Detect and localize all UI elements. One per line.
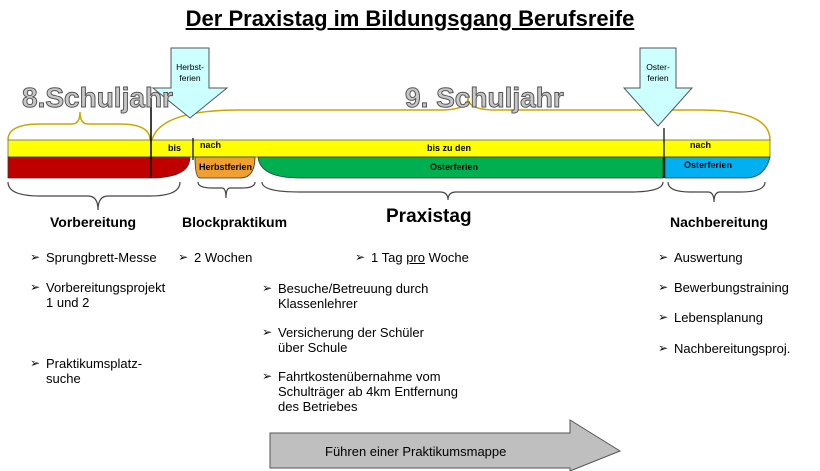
label-osterferien-2: Osterferien	[684, 160, 733, 170]
heading-blockpraktikum: Blockpraktikum	[182, 214, 288, 230]
heading-nachbereitung: Nachbereitung	[670, 214, 769, 230]
autumn-arrow-text: Herbst-ferien	[176, 62, 204, 83]
heading-praxistag: Praxistag	[386, 206, 472, 227]
year8-label: 8.Schuljahr	[22, 82, 174, 114]
footer-arrow-text: Führen einer Praktikumsmappe	[325, 444, 507, 459]
list-item-praktikumsplatz: Praktikumsplatz-suche	[30, 356, 142, 386]
praxistag-brace	[261, 181, 664, 201]
label-nach-1: nach	[200, 140, 222, 150]
label-herbstferien: Herbstferien	[199, 162, 253, 172]
green-segment	[257, 156, 664, 179]
label-bis: bis	[168, 143, 182, 153]
yellow-bar	[7, 139, 771, 158]
year9-label: 9. Schuljahr	[405, 82, 565, 114]
easter-arrow-text: Oster-ferien	[646, 62, 670, 83]
page-title: Der Praxistag im Bildungsgang Berufsreif…	[185, 6, 635, 31]
heading-vorbereitung: Vorbereitung	[50, 214, 137, 230]
autumn-arrow	[151, 47, 229, 119]
list-item-lebensplanung: Lebensplanung	[658, 310, 763, 325]
footer-arrow-shape	[269, 419, 622, 471]
list-item-auswertung: Auswertung	[658, 250, 743, 265]
blue-segment	[664, 156, 771, 179]
easter-arrow	[622, 47, 694, 127]
list-item-sprungbrett: Sprungbrett-Messe	[30, 250, 157, 265]
vorbereitung-brace	[7, 181, 181, 211]
orange-segment	[194, 156, 256, 179]
nachbereitung-brace	[667, 181, 766, 203]
block-brace	[197, 181, 256, 199]
year8-brace	[7, 111, 151, 141]
list-item-2-wochen: 2 Wochen	[178, 250, 252, 265]
label-nach-2: nach	[690, 140, 712, 150]
list-item-1-tag-pro-woche: 1 Tag pro Woche	[355, 250, 469, 265]
list-item-bewerbungstraining: Bewerbungstraining	[658, 280, 789, 295]
list-item-nachbereitungsproj: Nachbereitungsproj.	[658, 341, 790, 356]
label-osterferien-1: Osterferien	[430, 162, 479, 172]
red-segment	[7, 156, 191, 179]
label-bis-zu-den: bis zu den	[427, 143, 472, 153]
